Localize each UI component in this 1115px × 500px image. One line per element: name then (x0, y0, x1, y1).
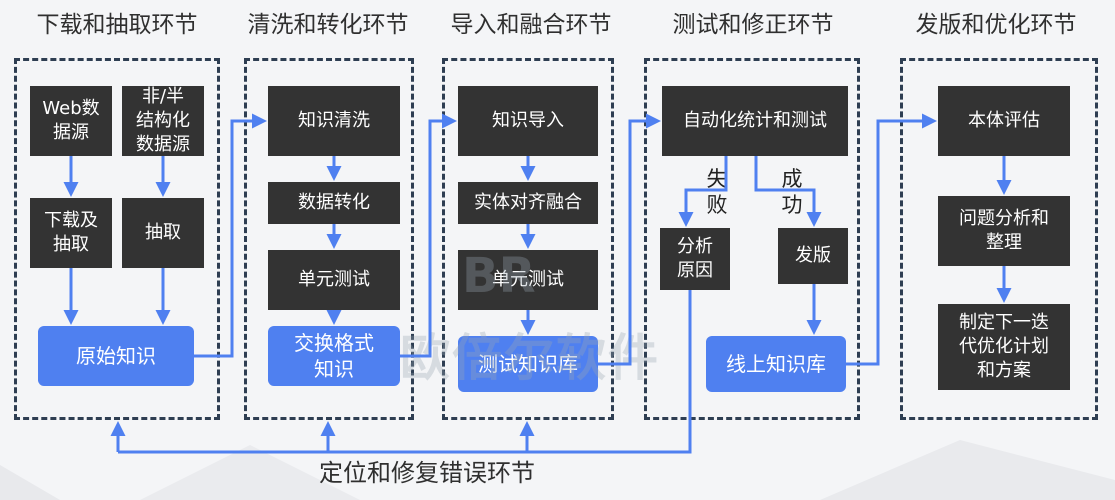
stage-title-clean: 清洗和转化环节 (247, 12, 409, 38)
node-release: 发版 (778, 228, 848, 284)
label-success: 成功 (781, 167, 803, 217)
stage-title-release: 发版和优化环节 (915, 12, 1077, 38)
node-problem-analysis: 问题分析和整理 (938, 196, 1070, 266)
node-unit-test-1: 单元测试 (268, 250, 400, 310)
watermark-text: 欧倍尔软件 (400, 329, 660, 387)
node-entity-alignment: 实体对齐融合 (458, 182, 598, 224)
node-raw-knowledge: 原始知识 (38, 326, 194, 386)
node-online-knowledge-base: 线上知识库 (706, 336, 846, 392)
label-fail: 失败 (706, 167, 728, 217)
node-download-extract: 下载及抽取 (30, 198, 112, 268)
node-ontology-evaluation: 本体评估 (938, 86, 1070, 156)
stage-title-test: 测试和修正环节 (672, 12, 834, 38)
node-knowledge-import: 知识导入 (458, 86, 598, 156)
node-knowledge-cleaning: 知识清洗 (268, 86, 400, 156)
node-analyze-cause: 分析原因 (660, 228, 730, 290)
stage-title-download: 下载和抽取环节 (36, 12, 198, 38)
watermark-logo: BR (462, 248, 536, 304)
background-decoration (0, 440, 1115, 500)
node-extract: 抽取 (122, 198, 204, 268)
node-semi-structured-source: 非/半结构化数据源 (122, 86, 204, 156)
bottom-label-fix-errors: 定位和修复错误环节 (319, 459, 535, 487)
node-next-iteration-plan: 制定下一迭代优化计划和方案 (938, 304, 1070, 390)
node-auto-statistics-test: 自动化统计和测试 (662, 86, 848, 156)
node-data-conversion: 数据转化 (268, 182, 400, 224)
node-exchange-format-knowledge: 交换格式知识 (268, 326, 400, 386)
node-web-source: Web数据源 (30, 86, 112, 156)
stage-title-import: 导入和融合环节 (450, 12, 612, 38)
